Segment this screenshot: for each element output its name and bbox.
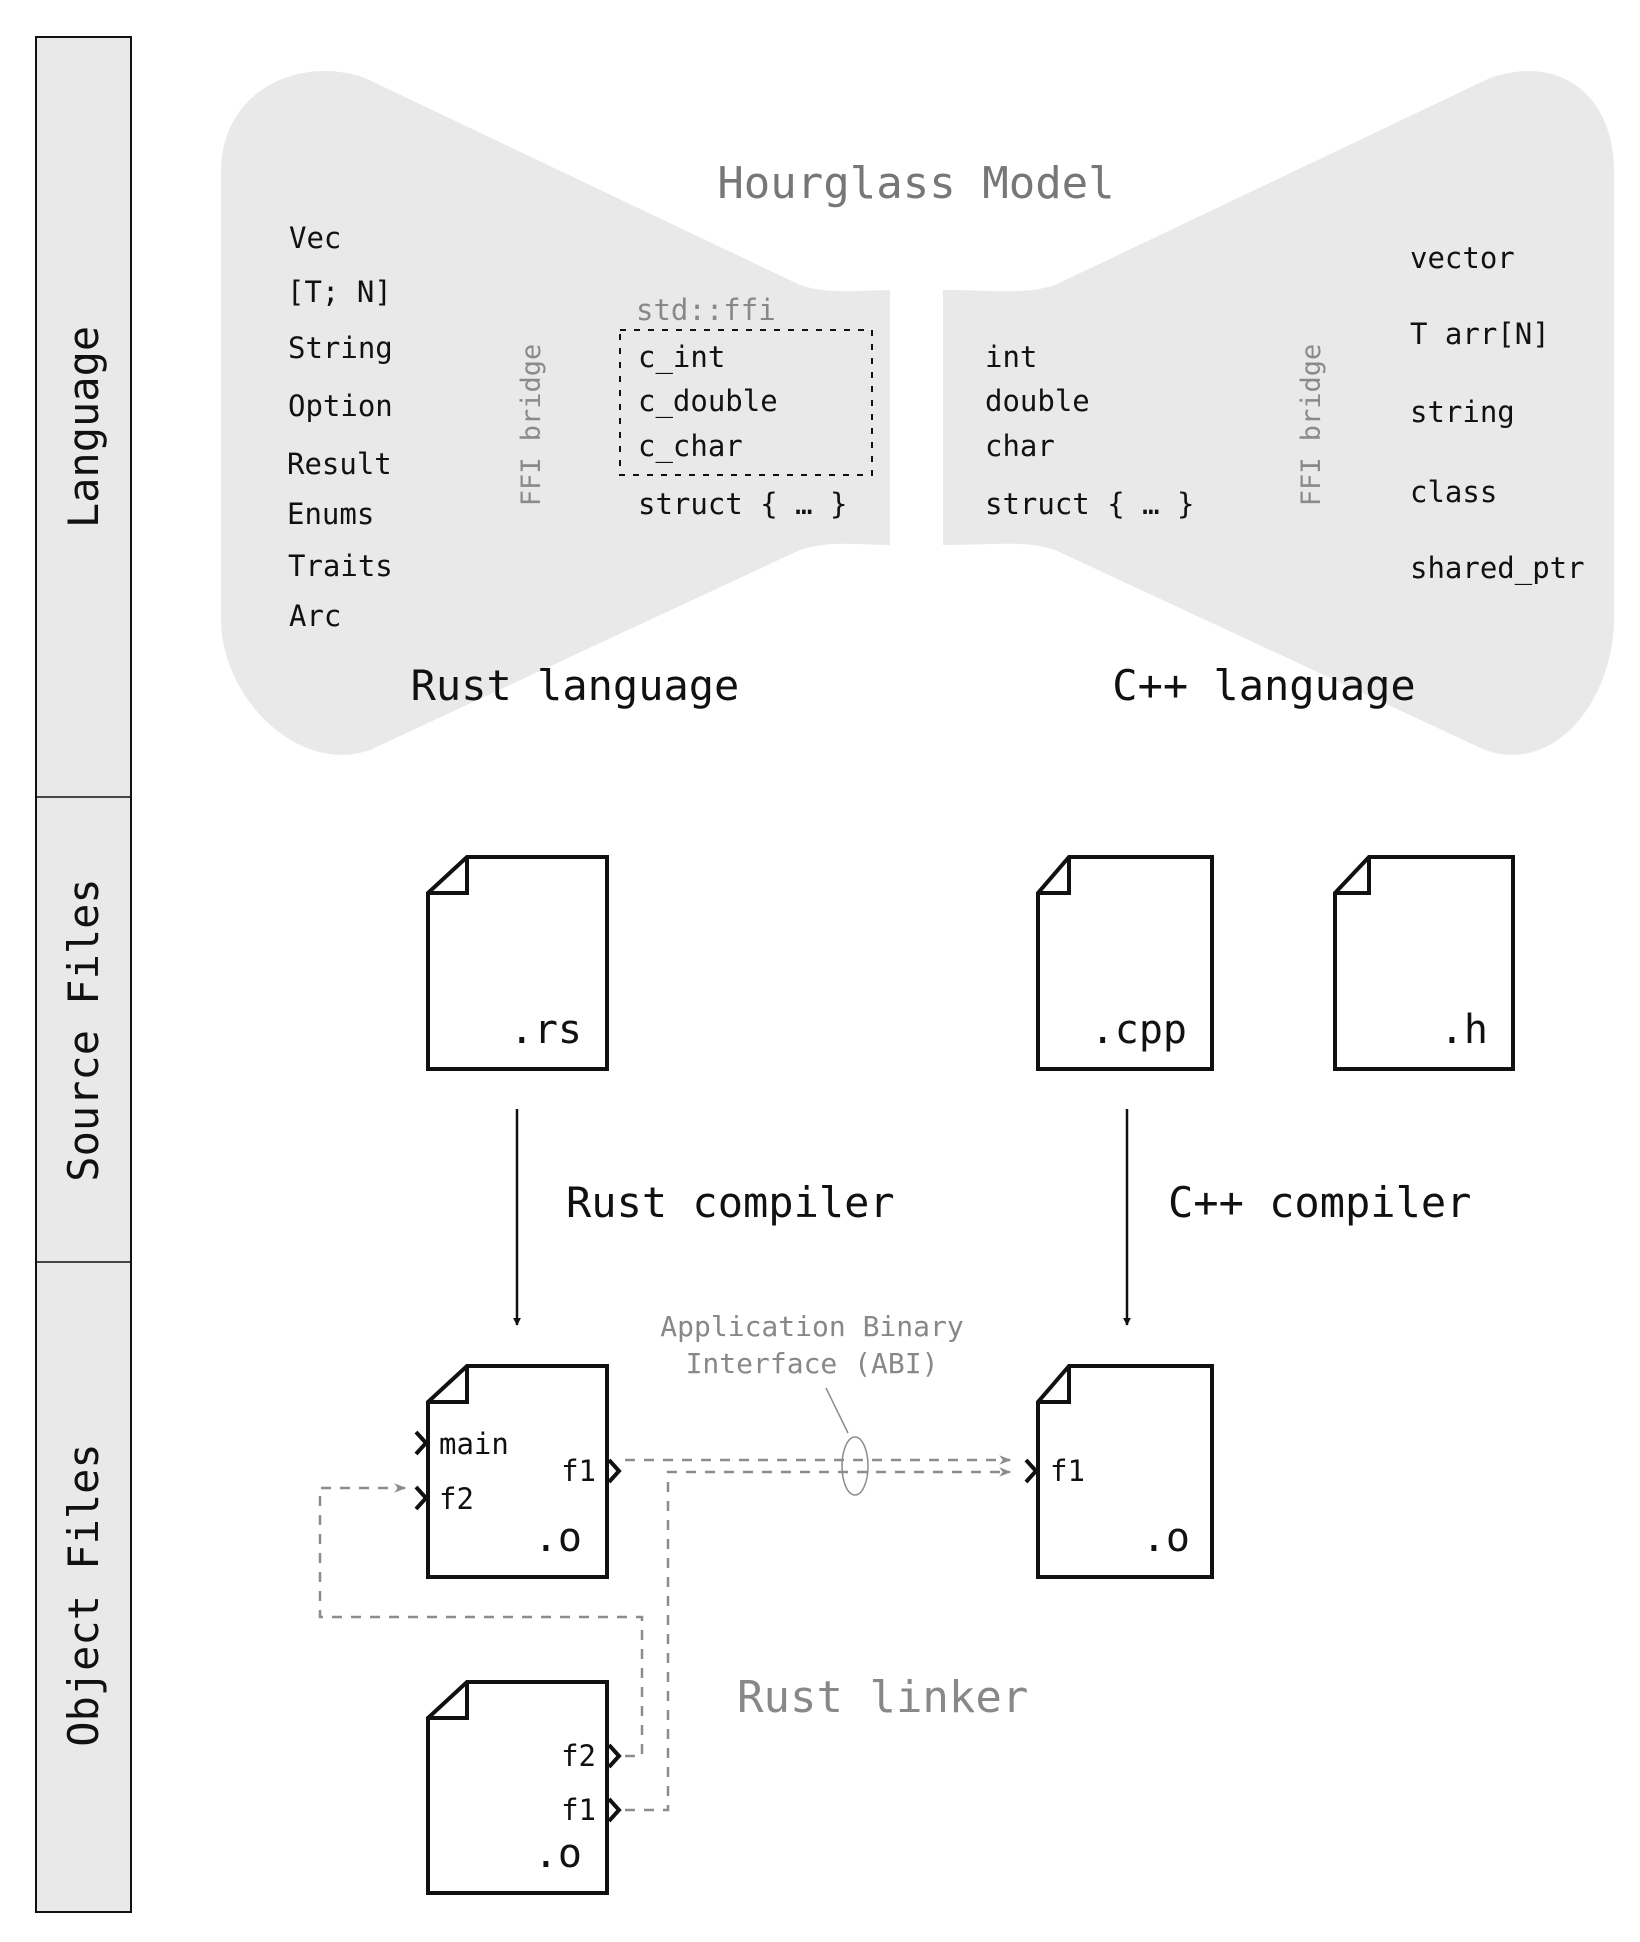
link-line-f1-lib-to-cpp	[625, 1467, 1012, 1812]
object-file-rust-main: main f2 f1 .o	[414, 1364, 622, 1579]
object-file-cpp: f1 .o	[1024, 1364, 1214, 1579]
abi-label-line2: Interface (ABI)	[686, 1347, 939, 1380]
hourglass-model: Hourglass Model Vec [T; N] String Option…	[221, 71, 1614, 755]
file-icon	[1333, 855, 1515, 1071]
cpp-core-type: int	[985, 340, 1037, 374]
rust-type: [T; N]	[287, 275, 392, 309]
cpp-type: vector	[1410, 241, 1515, 275]
cpp-ffi-bridge-label: FFI bridge	[1296, 344, 1327, 507]
lane-label-language: Language	[59, 326, 108, 528]
import-symbol: f2	[439, 1482, 474, 1516]
rust-type: Arc	[289, 599, 341, 633]
file-icon	[426, 1680, 609, 1895]
ffi-type: c_char	[638, 429, 743, 464]
file-extension: .o	[1142, 1515, 1190, 1561]
lane-label-source-files: Source Files	[59, 878, 108, 1181]
export-chevron-icon	[607, 1797, 622, 1823]
abi-label-line1: Application Binary	[660, 1310, 963, 1343]
import-chevron-icon	[414, 1430, 429, 1456]
file-icon	[1036, 855, 1214, 1071]
rust-compiler-label: Rust compiler	[566, 1178, 895, 1227]
object-file-rust-lib: f2 f1 .o	[426, 1680, 622, 1895]
file-corner-fold	[1038, 857, 1071, 895]
rust-type-list: Vec [T; N] String Option Result Enums Tr…	[287, 221, 393, 633]
abi-highlight-ellipse	[841, 1436, 869, 1496]
file-corner-fold	[428, 1366, 469, 1404]
cpp-type: T arr[N]	[1410, 317, 1550, 351]
export-symbol: f1	[561, 1454, 596, 1488]
cpp-core-type: char	[985, 429, 1055, 463]
cpp-compiler-label: C++ compiler	[1168, 1178, 1471, 1227]
cpp-type-list: vector T arr[N] string class shared_ptr	[1410, 241, 1585, 586]
hourglass-left-half	[221, 71, 890, 755]
file-extension: .o	[534, 1515, 582, 1561]
ffi-namespace-label: std::ffi	[636, 293, 776, 327]
cpp-core-type: double	[985, 384, 1090, 418]
export-symbol: f1	[561, 1793, 596, 1827]
lane-label-object-files: Object Files	[59, 1443, 108, 1746]
linker-connections	[318, 1455, 1012, 1812]
abi-callout-line	[825, 1387, 849, 1434]
rust-type: Option	[288, 389, 393, 423]
rust-type: Enums	[287, 497, 374, 531]
file-extension: .h	[1440, 1007, 1488, 1053]
source-file-rs: .rs	[426, 855, 609, 1071]
file-icon	[426, 1364, 609, 1579]
rust-type: Vec	[289, 221, 341, 255]
rust-ffi-bridge-label: FFI bridge	[516, 344, 547, 507]
source-file-cpp: .cpp	[1036, 855, 1214, 1071]
import-symbol: f1	[1050, 1454, 1085, 1488]
file-icon	[426, 855, 609, 1071]
rust-language-label: Rust language	[411, 661, 740, 710]
cpp-struct: struct { … }	[985, 487, 1195, 521]
file-extension: .cpp	[1091, 1007, 1187, 1053]
cpp-language-label: C++ language	[1112, 661, 1415, 710]
import-chevron-icon	[414, 1485, 429, 1511]
lane-column: Language Source Files Object Files	[35, 36, 132, 1913]
cpp-type: class	[1410, 475, 1497, 509]
export-chevron-icon	[607, 1458, 622, 1484]
ffi-types-box	[619, 329, 873, 476]
hourglass-right-half	[943, 71, 1614, 755]
file-extension: .rs	[510, 1007, 582, 1053]
file-corner-fold	[1038, 1366, 1071, 1404]
file-corner-fold	[428, 1682, 469, 1720]
export-symbol: f2	[561, 1739, 596, 1773]
rust-type: String	[288, 331, 393, 365]
rust-type: Traits	[288, 549, 393, 583]
rust-struct: struct { … }	[638, 487, 848, 521]
ffi-type: c_double	[638, 384, 778, 419]
cpp-type: shared_ptr	[1410, 551, 1585, 586]
file-extension: .o	[534, 1831, 582, 1877]
source-file-h: .h	[1333, 855, 1515, 1071]
hourglass-title: Hourglass Model	[717, 158, 1114, 209]
cpp-type: string	[1410, 395, 1515, 429]
import-chevron-icon	[1024, 1458, 1039, 1484]
rust-linker-label: Rust linker	[737, 1672, 1028, 1723]
file-icon	[1036, 1364, 1214, 1579]
import-symbol: main	[439, 1427, 509, 1461]
file-corner-fold	[1335, 857, 1371, 895]
rust-type: Result	[287, 447, 392, 481]
file-corner-fold	[428, 857, 469, 895]
export-chevron-icon	[607, 1743, 622, 1769]
ffi-type: c_int	[638, 340, 725, 375]
